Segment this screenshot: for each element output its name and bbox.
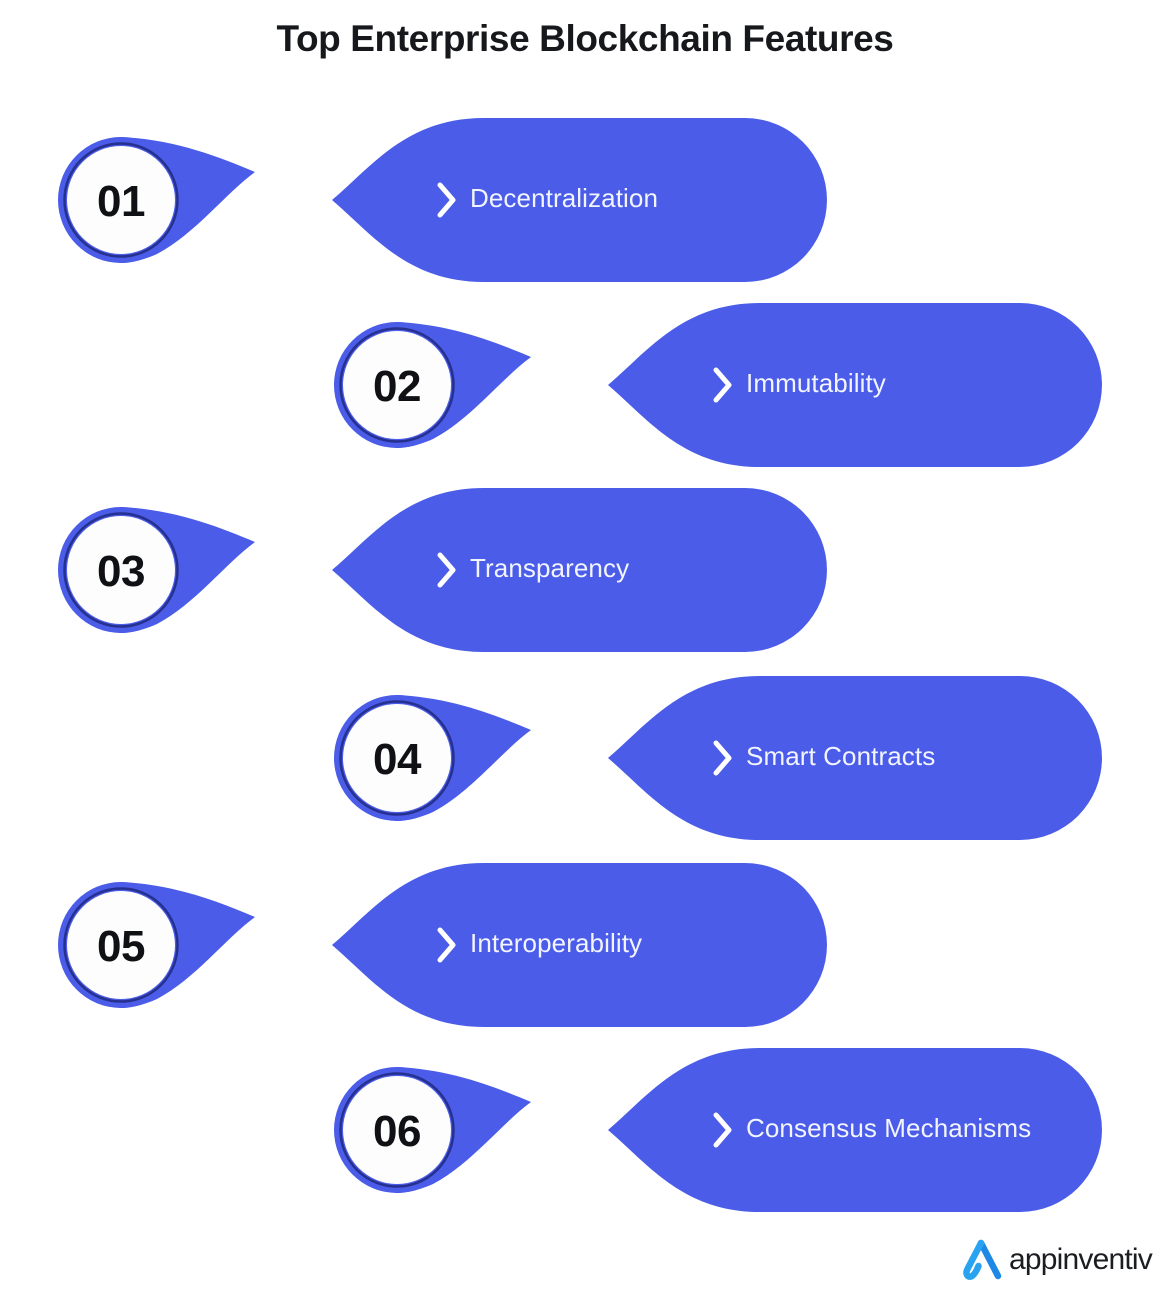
- appinventiv-a-mark-icon: [963, 1239, 1002, 1280]
- number-circle-outline: [339, 1072, 455, 1188]
- feature-label: Decentralization: [470, 183, 659, 213]
- number-circle-face: [343, 331, 451, 439]
- feature-row-graphic: 06: [334, 1048, 1102, 1212]
- feature-label: Transparency: [470, 553, 630, 583]
- number-circle-face: [67, 146, 175, 254]
- feature-pill[interactable]: [608, 676, 1102, 840]
- feature-number: 01: [97, 177, 145, 226]
- feature-row-graphic: 05: [58, 863, 827, 1027]
- feature-label: Smart Contracts: [746, 741, 936, 771]
- feature-number: 06: [373, 1107, 421, 1156]
- number-circle-face: [67, 891, 175, 999]
- feature-pill[interactable]: [608, 303, 1102, 467]
- feature-row-graphic: 03: [58, 488, 827, 652]
- feature-label: Consensus Mechanisms: [746, 1113, 1032, 1143]
- feature-pill[interactable]: [608, 1048, 1102, 1212]
- feature-pill[interactable]: [332, 863, 827, 1027]
- feature-row[interactable]: 06 Consensus Mechanisms: [0, 1040, 1170, 1220]
- feature-pill[interactable]: [332, 488, 827, 652]
- feature-row[interactable]: 04 Smart Contracts: [0, 668, 1170, 848]
- feature-pill[interactable]: [332, 118, 827, 282]
- chevron-right-icon: [713, 1112, 732, 1148]
- feature-row-graphic: 02: [334, 303, 1102, 467]
- feature-number: 04: [373, 735, 422, 784]
- number-circle-outline: [63, 512, 179, 628]
- number-circle-outline: [63, 887, 179, 1003]
- feature-row[interactable]: 01 Decentralization: [0, 110, 1170, 290]
- chevron-right-icon: [437, 182, 456, 218]
- brand-logo: appinventiv: [958, 1238, 1153, 1282]
- chevron-right-icon: [437, 927, 456, 963]
- feature-number: 03: [97, 547, 145, 596]
- feature-number: 02: [373, 362, 421, 411]
- page-title: Top Enterprise Blockchain Features: [276, 18, 894, 59]
- number-circle-face: [343, 1076, 451, 1184]
- chevron-right-icon: [437, 552, 456, 588]
- feature-row[interactable]: 05 Interoperability: [0, 855, 1170, 1035]
- number-circle-outline: [63, 142, 179, 258]
- logo-wordmark: appinventiv: [1009, 1243, 1153, 1276]
- number-circle-outline: [339, 327, 455, 443]
- number-circle-face: [343, 704, 451, 812]
- feature-row-graphic: 01: [58, 118, 827, 282]
- feature-label: Immutability: [746, 368, 886, 398]
- feature-row[interactable]: 02 Immutability: [0, 295, 1170, 475]
- feature-number: 05: [97, 922, 145, 971]
- feature-row[interactable]: 03 Transparency: [0, 480, 1170, 660]
- chevron-right-icon: [713, 367, 732, 403]
- number-circle-outline: [339, 700, 455, 816]
- feature-label: Interoperability: [470, 928, 643, 958]
- number-circle-face: [67, 516, 175, 624]
- chevron-right-icon: [713, 740, 732, 776]
- feature-row-graphic: 04: [334, 676, 1102, 840]
